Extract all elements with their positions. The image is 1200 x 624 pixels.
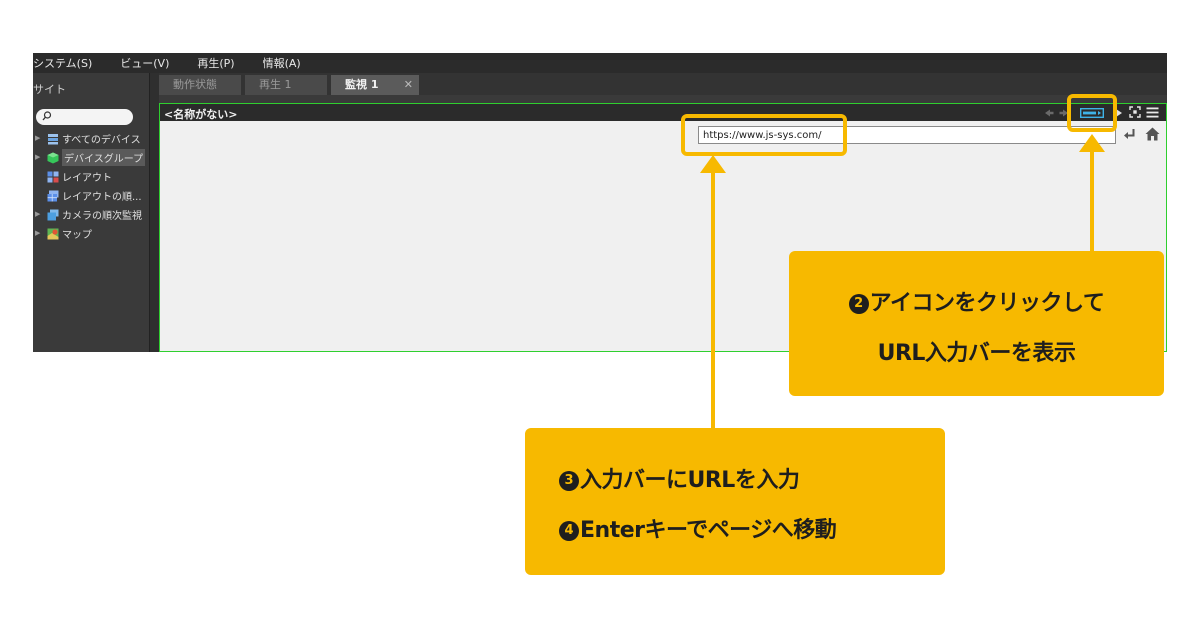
forward-arrow-icon[interactable] xyxy=(1059,108,1069,118)
tree-item-map[interactable]: ▶ マップ xyxy=(33,224,150,243)
menubar: システム(S) ビュー(V) 再生(P) 情報(A) xyxy=(33,53,1167,73)
home-icon[interactable] xyxy=(1145,127,1160,141)
step-badge: 3 xyxy=(559,471,579,491)
map-icon xyxy=(47,228,59,239)
tree-item-label: レイアウトの順... xyxy=(62,192,142,203)
tab-playback-1[interactable]: 再生 1 xyxy=(245,75,327,95)
viewer-content xyxy=(160,121,1166,351)
viewer-header: <名称がない> xyxy=(160,104,1166,121)
menu-icon[interactable] xyxy=(1146,107,1159,118)
sidebar-splitter[interactable] xyxy=(150,73,159,352)
expand-arrow-icon[interactable]: ▶ xyxy=(35,229,41,237)
url-bar-toggle-icon[interactable] xyxy=(1080,108,1104,118)
tree-item-device-group[interactable]: ▶ デバイスグループ xyxy=(33,148,150,167)
url-input[interactable] xyxy=(698,126,1116,144)
url-icon-highlight xyxy=(1067,94,1117,132)
menu-info[interactable]: 情報(A) xyxy=(262,57,301,70)
sidebar-search-input[interactable] xyxy=(36,109,133,125)
tree-item-all-devices[interactable]: ▶ すべてのデバイス xyxy=(33,129,150,148)
device-group-cube-icon xyxy=(47,152,59,163)
sidebar-title: サイト xyxy=(33,83,66,96)
menu-system[interactable]: システム(S) xyxy=(33,57,93,70)
enter-return-icon[interactable] xyxy=(1123,128,1136,141)
arrow-head-url-input xyxy=(700,155,726,173)
close-icon[interactable]: ✕ xyxy=(403,78,413,91)
tree-item-label: レイアウト xyxy=(62,173,112,184)
expand-arrow-icon[interactable]: ▶ xyxy=(35,210,41,218)
device-tree: ▶ すべてのデバイス ▶ デバイスグループ レイアウト xyxy=(33,129,150,243)
fullscreen-icon[interactable] xyxy=(1129,106,1141,118)
arrow-head-url-icon xyxy=(1079,134,1105,152)
step-badge: 2 xyxy=(848,294,869,314)
tab-status[interactable]: 動作状態 xyxy=(159,75,241,95)
step-badge: 4 xyxy=(559,521,579,541)
search-icon xyxy=(42,111,52,121)
callout-text: URL入力バーを表示 xyxy=(877,341,1076,366)
arrow-to-url-input xyxy=(711,170,715,430)
browser-viewer-pane: <名称がない> xyxy=(159,103,1167,352)
menu-view[interactable]: ビュー(V) xyxy=(120,57,170,70)
tab-monitor-1[interactable]: 監視 1 ✕ xyxy=(331,75,419,95)
url-input-highlight xyxy=(681,114,847,156)
callout-text: 入力バーにURLを入力 xyxy=(580,468,800,493)
tab-bar: 動作状態 再生 1 監視 1 ✕ xyxy=(159,73,1167,95)
callout-text: アイコンをクリックして xyxy=(869,291,1105,316)
layout-sequence-icon xyxy=(47,190,59,201)
expand-arrow-icon[interactable]: ▶ xyxy=(35,134,41,142)
tree-item-layout-sequence[interactable]: レイアウトの順... xyxy=(33,186,150,205)
tab-label: 動作状態 xyxy=(173,78,217,91)
device-list-icon xyxy=(48,133,58,144)
sidebar: サイト ▶ すべてのデバイス ▶ デバイスグループ xyxy=(33,73,150,352)
tree-item-layout[interactable]: レイアウト xyxy=(33,167,150,186)
tree-item-label: すべてのデバイス xyxy=(62,135,141,146)
tab-label: 監視 1 xyxy=(345,78,379,91)
callout-text: Enterキーでページへ移動 xyxy=(580,518,837,543)
layout-grid-icon xyxy=(47,171,59,182)
tree-item-label: デバイスグループ xyxy=(62,149,146,166)
back-arrow-icon[interactable] xyxy=(1044,108,1054,118)
next-arrow-icon[interactable] xyxy=(1115,108,1123,118)
camera-sequence-icon xyxy=(47,209,59,220)
menu-playback[interactable]: 再生(P) xyxy=(197,57,235,70)
tab-label: 再生 1 xyxy=(259,78,292,91)
arrow-to-url-icon xyxy=(1090,148,1094,252)
viewer-title: <名称がない> xyxy=(164,108,238,121)
tree-item-camera-sequence[interactable]: ▶ カメラの順次監視 xyxy=(33,205,150,224)
tree-item-label: カメラの順次監視 xyxy=(62,211,142,222)
app-window: システム(S) ビュー(V) 再生(P) 情報(A) サイト ▶ すべてのデバイ… xyxy=(33,53,1167,352)
tree-item-label: マップ xyxy=(62,230,92,241)
expand-arrow-icon[interactable]: ▶ xyxy=(35,153,41,161)
